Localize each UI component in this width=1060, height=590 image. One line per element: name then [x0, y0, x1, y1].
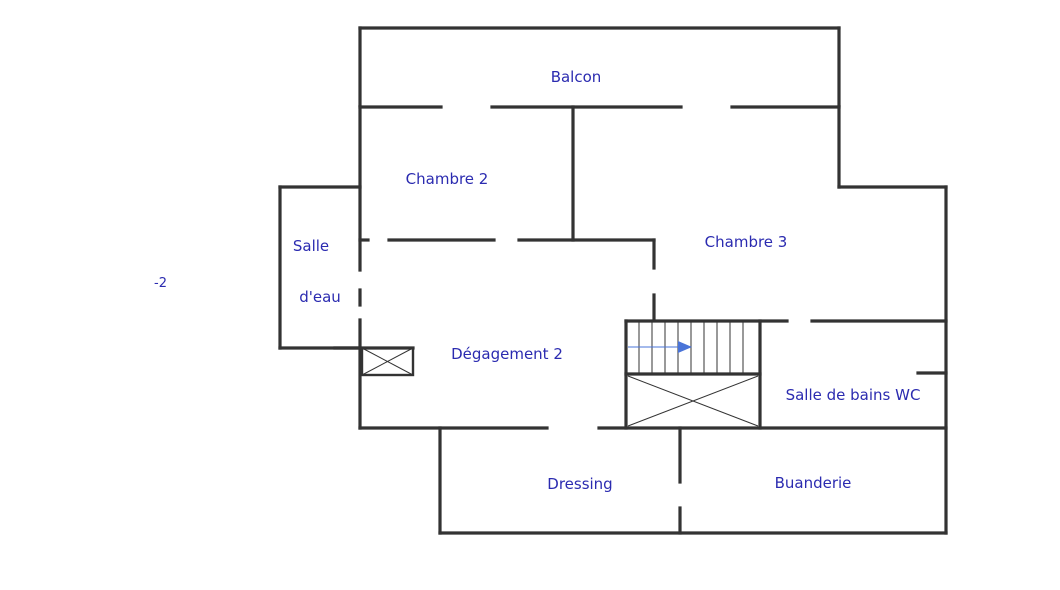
duct-cross-icon — [333, 346, 415, 377]
right-walls — [837, 105, 948, 535]
staircase — [624, 319, 762, 430]
stair-direction-arrow-icon — [678, 341, 692, 353]
room-label-balcon: Balcon — [551, 68, 602, 86]
left-walls — [278, 105, 362, 430]
room-label-buanderie: Buanderie — [775, 474, 852, 492]
lower-rooms-walls — [438, 426, 948, 535]
room-label-chambre-3: Chambre 3 — [705, 233, 788, 251]
room-label-chambre-2: Chambre 2 — [406, 170, 489, 188]
room-label-salle-eau-line2: d'eau — [299, 288, 341, 306]
stair-void-cross-icon — [627, 375, 759, 427]
balcony-walls — [358, 26, 841, 107]
chambre2-walls — [358, 105, 656, 322]
level-label: -2 — [154, 276, 167, 291]
room-label-salle-eau-line1: Salle — [293, 237, 329, 255]
room-label-salle-de-bains-wc: Salle de bains WC — [786, 386, 921, 404]
room-label-dressing: Dressing — [547, 475, 612, 493]
room-label-degagement-2: Dégagement 2 — [451, 345, 563, 363]
